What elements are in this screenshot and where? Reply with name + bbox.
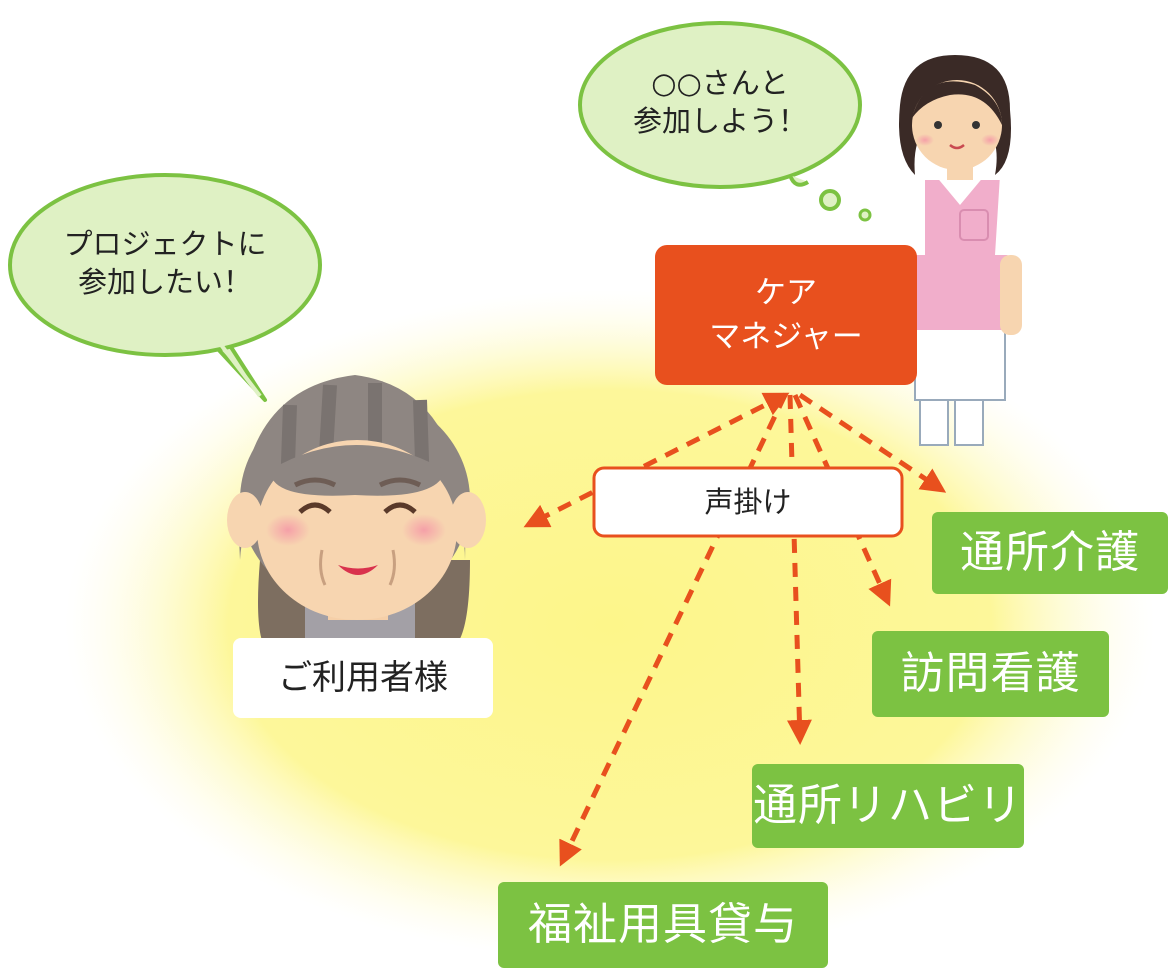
service-day-rehab: 通所リハビリ (752, 764, 1024, 848)
care-manager-thought-bubble (578, 21, 872, 222)
arrow-to-user (523, 392, 790, 528)
service-home-nursing: 訪問看護 (872, 631, 1109, 717)
nurse-icon (895, 55, 1025, 446)
user-speech-bubble (8, 173, 322, 402)
arrow-to-rehab (786, 394, 812, 745)
arrow-to-nursing (792, 393, 892, 607)
arrow-to-daycare (798, 392, 947, 493)
care-manager-label: ケア マネジャー (709, 275, 863, 355)
care-manager-speech-text: ○○さんと 参加しよう！ (632, 66, 807, 138)
service-equipment-rental: 福祉用具貸与 (498, 882, 828, 968)
care-manager-box (655, 245, 917, 385)
user-label: ご利用者様 (233, 638, 493, 718)
call-label-box (592, 466, 904, 538)
call-arrows (523, 392, 947, 867)
call-label: 声掛け (704, 484, 792, 519)
user-speech-text: プロジェクトに 参加したい！ (63, 227, 267, 299)
service-day-care: 通所介護 (932, 512, 1168, 594)
